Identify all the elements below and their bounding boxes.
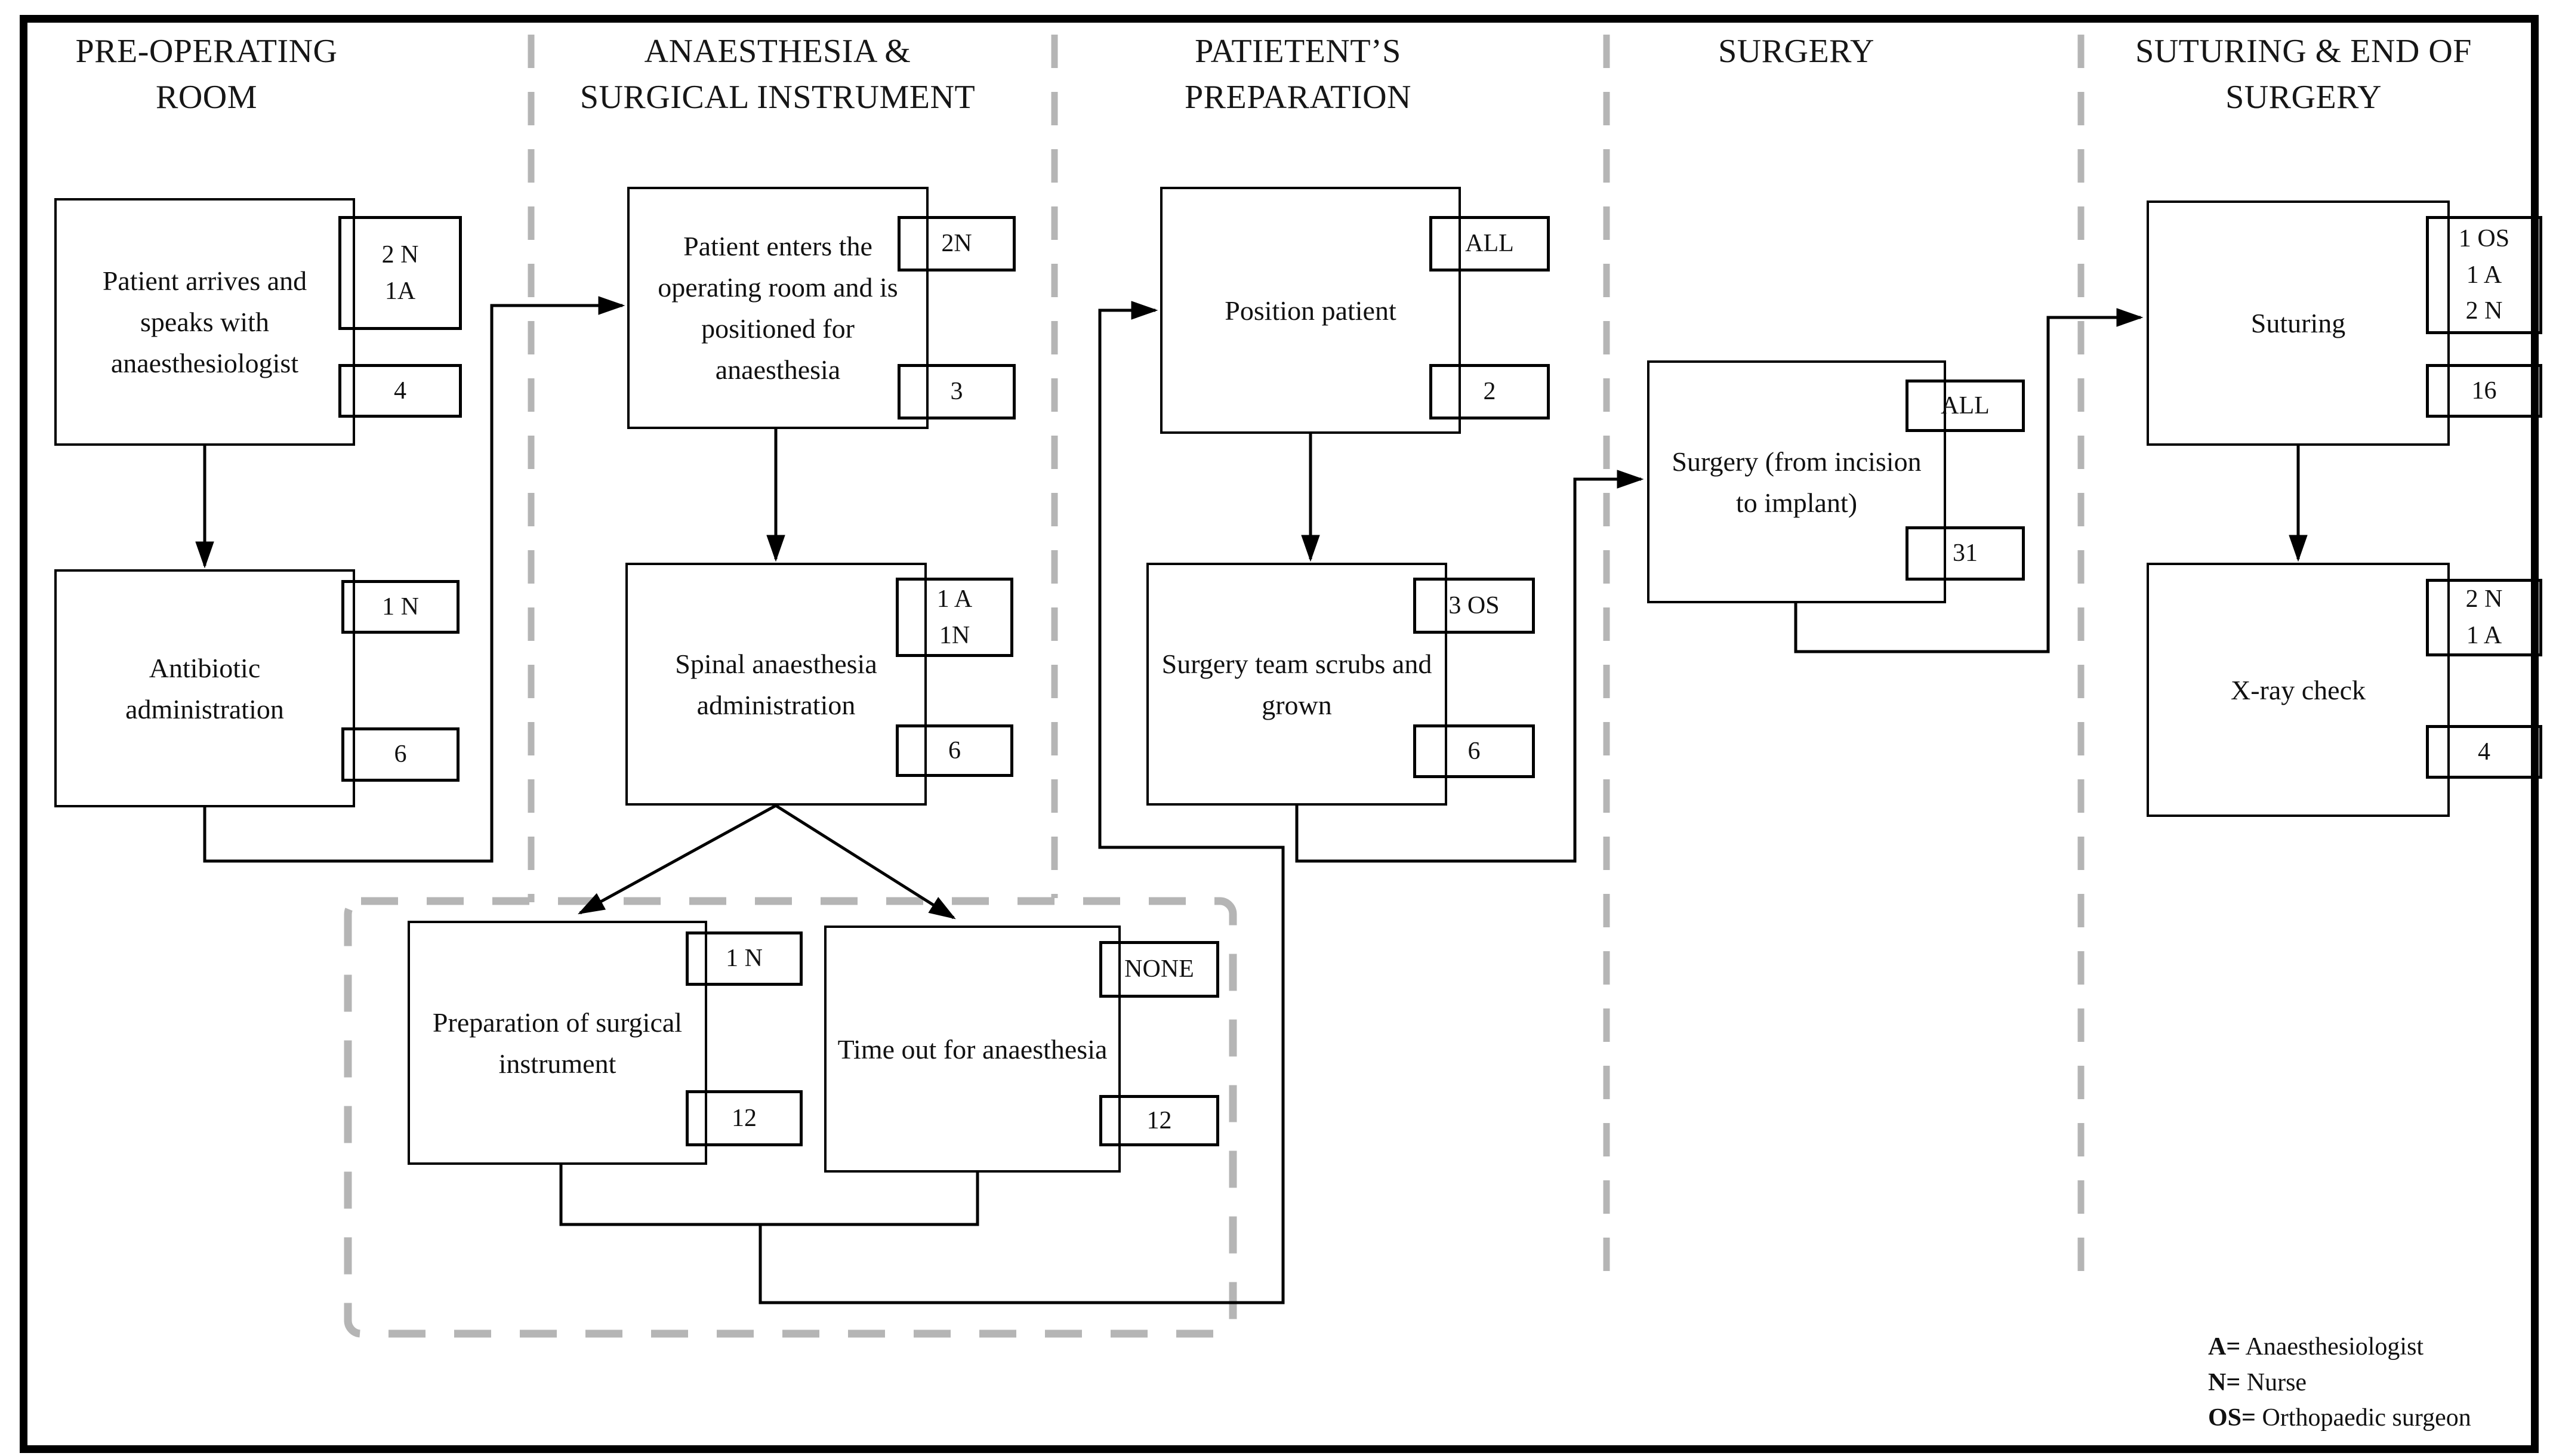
staff-line: ALL [1941,391,1990,419]
staff-line: 1A [384,277,416,305]
legend-key: OS= [2208,1404,2256,1432]
node-suturing: Suturing [2147,200,2450,446]
legend-key: A= [2208,1333,2241,1361]
badge-duration-team-scrubs: 6 [1413,724,1535,778]
lane-header-pre-operating-room: PRE-OPERATING ROOM [75,33,338,116]
staff-line: 1 OS [2458,224,2510,252]
staff-line: ALL [1465,230,1514,258]
badge-staff-prep-instrument: 1 N [686,931,803,986]
legend: A= Anaesthesiologist N= Nurse OS= Orthop… [2208,1329,2471,1436]
staff-line: 1 N [382,593,419,621]
node-patient-arrives: Patient arrives and speaks with anaesthe… [54,198,355,446]
badge-duration-xray: 4 [2426,725,2542,779]
staff-line: 1 N [726,945,763,973]
node-time-out-anaesthesia: Time out for anaesthesia [824,926,1121,1173]
legend-label: Nurse [2240,1368,2307,1396]
staff-line: 1N [939,621,970,649]
staff-line: 3 OS [1448,591,1500,619]
badge-staff-team-scrubs: 3 OS [1413,578,1535,634]
badge-staff-antibiotic: 1 N [341,580,460,634]
badge-staff-patient-enters: 2N [898,216,1016,272]
badge-duration-antibiotic: 6 [341,727,460,782]
legend-item-nurse: N= Nurse [2208,1365,2471,1401]
lane-header-patients-preparation: PATIETENT’S PREPARATION [1185,33,1411,116]
badge-staff-xray: 2 N 1 A [2426,579,2542,656]
staff-line: 1 A [2466,622,2502,649]
legend-item-orthopaedic-surgeon: OS= Orthopaedic surgeon [2208,1401,2471,1436]
badge-staff-spinal: 1 A 1N [896,578,1013,657]
legend-item-anaesthesiologist: A= Anaesthesiologist [2208,1329,2471,1365]
badge-duration-prep-instrument: 12 [686,1090,803,1146]
node-surgery: Surgery (from incision to implant) [1647,360,1946,603]
node-preparation-surgical-instrument: Preparation of surgical instrument [408,921,707,1165]
node-surgery-team-scrubs: Surgery team scrubs and grown [1146,563,1447,806]
lane-header-suturing-end-of-surgery: SUTURING & END OF SURGERY [2135,33,2472,116]
staff-line: 2 N [381,240,419,269]
badge-duration-patient-arrives: 4 [338,364,462,418]
legend-label: Orthopaedic surgeon [2255,1404,2471,1432]
node-position-patient: Position patient [1160,187,1461,434]
staff-line: 1 A [2466,261,2502,289]
staff-line: NONE [1124,955,1194,983]
badge-duration-spinal: 6 [896,724,1013,777]
badge-duration-time-out: 12 [1099,1095,1219,1146]
staff-line: 2N [941,230,972,258]
node-patient-enters-or: Patient enters the operating room and is… [627,187,929,429]
legend-key: N= [2208,1368,2241,1396]
staff-line: 2 N [2465,297,2503,325]
badge-duration-surgery: 31 [1906,526,2025,581]
lane-header-anaesthesia-surgical-instrument: ANAESTHESIA & SURGICAL INSTRUMENT [579,33,976,116]
outer-frame [20,15,2539,1453]
badge-staff-patient-arrives: 2 N 1A [338,216,462,330]
node-antibiotic-administration: Antibiotic administration [54,569,355,807]
staff-line: 2 N [2465,585,2503,613]
badge-staff-surgery: ALL [1906,380,2025,432]
badge-staff-time-out: NONE [1099,941,1219,998]
staff-line: 1 A [936,585,973,613]
legend-label: Anaesthesiologist [2240,1333,2424,1361]
badge-duration-position-patient: 2 [1429,364,1550,419]
node-xray-check: X-ray check [2147,563,2450,817]
node-spinal-anaesthesia: Spinal anaesthesia administration [625,563,927,806]
badge-staff-suturing: 1 OS 1 A 2 N [2426,216,2542,334]
badge-staff-position-patient: ALL [1429,216,1550,272]
lane-header-surgery: SURGERY [1718,33,1874,70]
badge-duration-patient-enters: 3 [898,364,1016,419]
badge-duration-suturing: 16 [2426,364,2542,418]
